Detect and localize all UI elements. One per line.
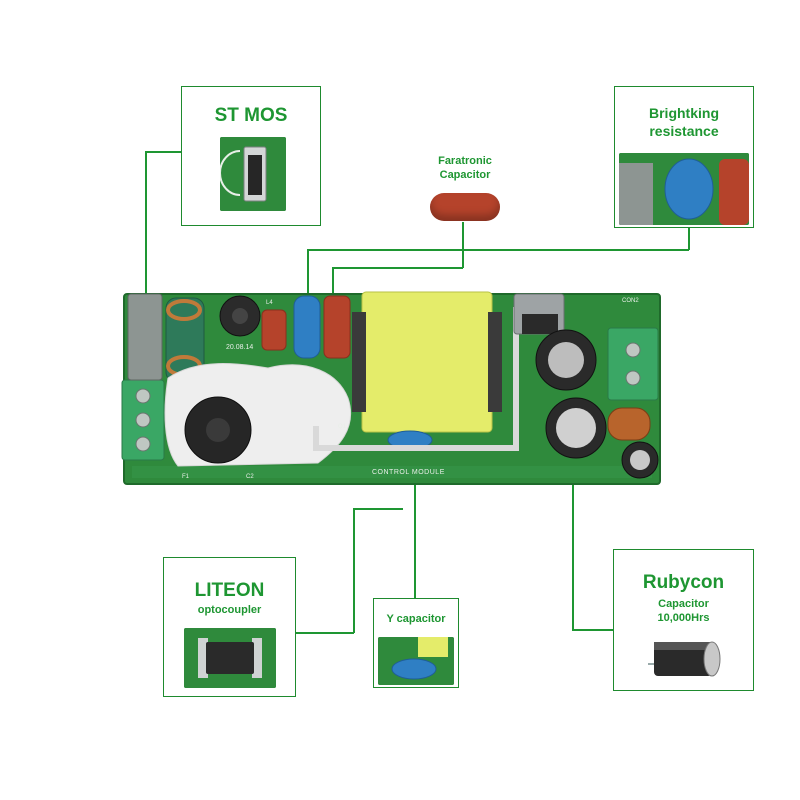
callout-st-mos: ST MOS (181, 86, 321, 226)
silkscreen-f1: F1 (182, 474, 190, 480)
mosfet-image (220, 137, 286, 211)
optocoupler-image (184, 628, 276, 688)
liteon-subtitle: optocoupler (197, 604, 262, 616)
film-capacitor-image (430, 193, 500, 221)
silkscreen-q1: Q1 (338, 424, 347, 430)
silkscreen-con2: CON2 (622, 298, 639, 304)
callout-rubycon: Rubycon Capacitor 10,000Hrs (613, 549, 754, 691)
callout-liteon: LITEON optocoupler (163, 557, 296, 697)
brightking-title-line1: Brightking (649, 105, 719, 121)
pcb-board: CONTROL MODULE 20.08.14 CON2 L4 Q1 C2 F1 (118, 288, 666, 490)
y-capacitor-title: Y capacitor (386, 613, 446, 625)
rubycon-subtitle: Capacitor (658, 598, 709, 610)
rubycon-detail: 10,000Hrs (657, 612, 710, 624)
callout-y-capacitor: Y capacitor (373, 598, 459, 688)
callout-brightking: Brightking resistance (614, 86, 754, 228)
brightking-image (619, 153, 749, 225)
silkscreen-date: 20.08.14 (226, 344, 254, 351)
silkscreen-module: CONTROL MODULE (372, 469, 445, 476)
y-capacitor-image (378, 637, 454, 685)
st-mos-title: ST MOS (214, 105, 288, 126)
faratronic-title: Faratronic (438, 155, 492, 167)
electrolytic-capacitor-image (646, 636, 724, 682)
brightking-title-line2: resistance (649, 123, 719, 139)
callout-faratronic: Faratronic Capacitor (420, 143, 510, 223)
silkscreen-l4: L4 (266, 300, 273, 306)
faratronic-subtitle: Capacitor (439, 169, 491, 181)
silkscreen-c2: C2 (246, 474, 254, 480)
liteon-title: LITEON (194, 580, 265, 601)
rubycon-title: Rubycon (642, 572, 725, 593)
